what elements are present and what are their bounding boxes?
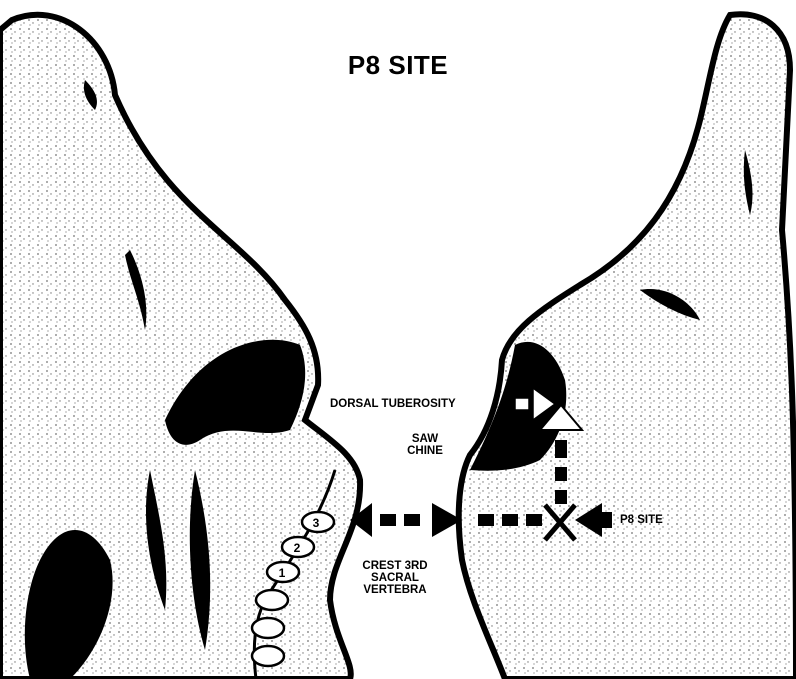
label-crest-line1: CREST 3RD: [355, 560, 435, 572]
label-crest-3rd-sacral-vertebra: CREST 3RD SACRAL VERTEBRA: [355, 560, 435, 596]
label-p8-site: P8 SITE: [620, 514, 663, 526]
crest-double-arrow: [350, 503, 462, 537]
label-dorsal-tuberosity: DORSAL TUBEROSITY: [330, 398, 456, 410]
diagram-title: P8 SITE: [0, 50, 796, 81]
label-saw: SAW: [400, 433, 450, 445]
label-saw-chine: SAW CHINE: [400, 433, 450, 457]
label-chine: CHINE: [400, 445, 450, 457]
vertebra-number-3: 3: [313, 516, 320, 530]
right-carcass-half: [459, 14, 796, 679]
left-carcass-half: [0, 15, 360, 679]
label-crest-line3: VERTEBRA: [355, 584, 435, 596]
vertebra-number-2: 2: [294, 541, 301, 555]
vertebra-number-1: 1: [279, 566, 286, 580]
label-crest-line2: SACRAL: [355, 572, 435, 584]
